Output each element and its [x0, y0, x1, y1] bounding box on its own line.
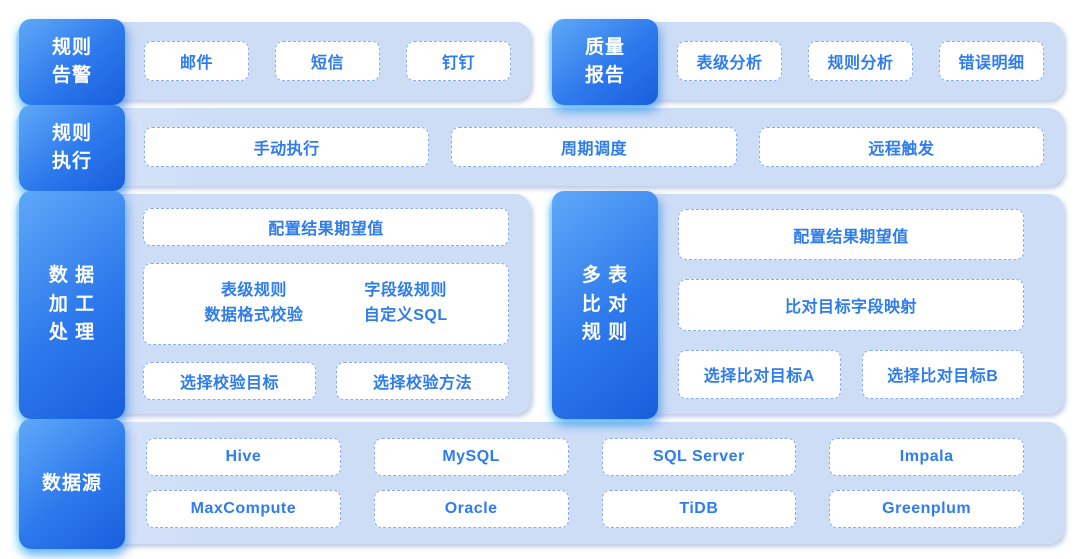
rule-alert-items: 邮件 短信 钉钉: [144, 41, 511, 81]
row-data-source: 数据源 Hive MySQL SQL Server Impala MaxComp…: [16, 419, 1064, 549]
node-sqlserver: SQL Server: [601, 438, 797, 476]
node-compare-target-b: 选择比对目标B: [861, 349, 1024, 399]
tab-data-source: 数据源: [19, 419, 125, 549]
tab-label-line: 处 理: [48, 322, 96, 344]
node-maxcompute: MaxCompute: [146, 490, 341, 528]
rule-group-line: 表级规则: [220, 282, 287, 300]
node-mysql: MySQL: [373, 438, 569, 476]
node-expected-value-compare: 配置结果期望值: [678, 209, 1024, 261]
node-oracle: Oracle: [373, 490, 569, 528]
rule-group-line: 数据格式校验: [204, 307, 304, 324]
rule-group-line: 字段级规则: [364, 282, 447, 300]
node-hive: Hive: [146, 438, 341, 476]
rule-group-line: 自定义SQL: [363, 307, 448, 324]
tab-label-line: 加 工: [48, 293, 96, 315]
section-data-source: 数据源 Hive MySQL SQL Server Impala MaxComp…: [16, 419, 1064, 549]
tab-rule-alert: 规则 告警: [19, 19, 125, 105]
tab-label-line: 告警: [51, 65, 92, 86]
node-field-mapping: 比对目标字段映射: [678, 279, 1024, 331]
rule-group-field-level: 字段级规则 自定义SQL: [364, 279, 448, 329]
compare-targets: 选择比对目标A 选择比对目标B: [678, 349, 1024, 399]
tab-label-line: 报告: [584, 65, 625, 86]
node-error-detail: 错误明细: [939, 41, 1044, 81]
tab-quality-report: 质量 报告: [552, 19, 658, 105]
section-data-processing: 数 据 加 工 处 理 配置结果期望值 表级规则 数据格式校验 字段级规则 自定…: [16, 191, 531, 419]
section-rule-execution: 规则 执行 手动执行 周期调度 远程触发: [16, 105, 1064, 191]
node-table-level-analysis: 表级分析: [677, 41, 782, 81]
node-periodic-schedule: 周期调度: [451, 127, 737, 167]
section-rule-alert: 规则 告警 邮件 短信 钉钉: [16, 19, 531, 105]
tab-label-line: 数据源: [41, 472, 102, 494]
node-compare-target-a: 选择比对目标A: [678, 349, 841, 399]
quality-report-items: 表级分析 规则分析 错误明细: [677, 41, 1044, 81]
tab-label-line: 质量: [584, 36, 625, 58]
tab-label-line: 规则: [51, 122, 92, 144]
tab-data-processing: 数 据 加 工 处 理: [19, 191, 125, 419]
data-source-items: Hive MySQL SQL Server Impala MaxCompute …: [146, 438, 1024, 528]
tab-label-line: 规则: [51, 36, 92, 58]
tab-label-line: 比 对: [581, 293, 629, 315]
node-email: 邮件: [144, 41, 249, 81]
section-multi-table-compare: 多 表 比 对 规 则 配置结果期望值 比对目标字段映射 选择比对目标A 选择比…: [549, 191, 1064, 419]
node-rule-analysis: 规则分析: [808, 41, 913, 81]
tab-label-line: 数 据: [48, 265, 96, 287]
row-rules: 数 据 加 工 处 理 配置结果期望值 表级规则 数据格式校验 字段级规则 自定…: [16, 191, 1064, 419]
node-tidb: TiDB: [601, 490, 797, 528]
node-select-validation-target: 选择校验目标: [143, 362, 316, 400]
row-top: 规则 告警 邮件 短信 钉钉 质量 报告 表级分析 规则分析 错误明细: [16, 19, 1064, 105]
validation-selectors: 选择校验目标 选择校验方法: [143, 362, 509, 400]
node-expected-value: 配置结果期望值: [143, 208, 509, 246]
tab-rule-execution: 规则 执行: [19, 105, 125, 191]
node-rule-types: 表级规则 数据格式校验 字段级规则 自定义SQL: [143, 263, 509, 345]
multi-table-compare-items: 配置结果期望值 比对目标字段映射 选择比对目标A 选择比对目标B: [678, 209, 1024, 399]
rule-group-table-level: 表级规则 数据格式校验: [204, 279, 303, 329]
node-remote-trigger: 远程触发: [758, 127, 1044, 167]
tab-multi-table-compare: 多 表 比 对 规 则: [552, 191, 658, 419]
tab-label-line: 多 表: [581, 265, 629, 287]
node-greenplum: Greenplum: [829, 490, 1024, 528]
node-impala: Impala: [829, 438, 1024, 476]
rule-execution-items: 手动执行 周期调度 远程触发: [144, 127, 1044, 167]
data-processing-items: 配置结果期望值 表级规则 数据格式校验 字段级规则 自定义SQL 选择校验目标 …: [143, 208, 509, 400]
node-dingtalk: 钉钉: [406, 41, 511, 81]
section-quality-report: 质量 报告 表级分析 规则分析 错误明细: [549, 19, 1064, 105]
tab-label-line: 规 则: [581, 322, 629, 344]
row-rule-execution: 规则 执行 手动执行 周期调度 远程触发: [16, 105, 1064, 191]
node-manual-execution: 手动执行: [144, 127, 430, 167]
tab-label-line: 执行: [51, 151, 92, 172]
node-sms: 短信: [275, 41, 380, 81]
node-select-validation-method: 选择校验方法: [336, 362, 509, 400]
